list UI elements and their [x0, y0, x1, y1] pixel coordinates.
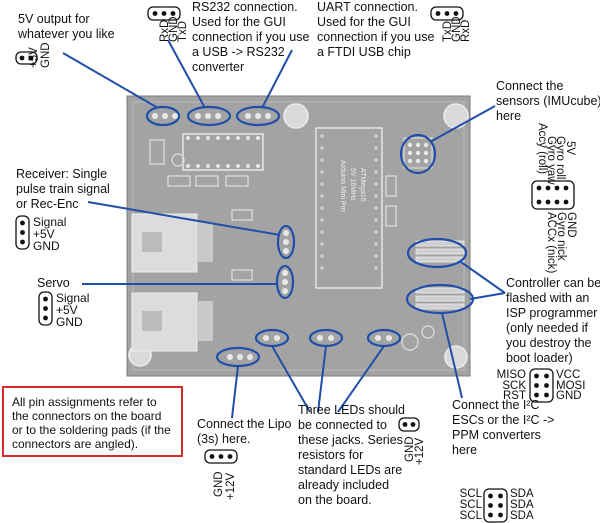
arduino-module: Arduino Mini Pro 5V 16MHz ATMega16: [315, 127, 383, 289]
receiver-connector-highlight: [276, 224, 296, 260]
pin-assignment-note: All pin assignments refer to the connect…: [2, 386, 183, 457]
five-v-pin-label-gnd: GND: [40, 42, 52, 68]
sensor-header: [403, 137, 433, 169]
regulator-1: [131, 213, 213, 273]
connector-pads: [152, 113, 392, 360]
five-v-pin-label-5v: +5V: [28, 47, 40, 68]
lipo-pin-label-gnd: GND: [213, 471, 225, 497]
rs232-connector-highlight: [186, 105, 232, 127]
arduino-label-2: 5V 16MHz: [349, 168, 356, 201]
servo-connector-highlight: [275, 264, 295, 300]
connector-highlights: [145, 105, 475, 368]
sensor-connector-highlight: [399, 133, 437, 175]
sensor-pin-label-bottom-3: ACCx (nick): [545, 212, 557, 274]
rs232-pin-label-txd: TxD: [177, 20, 189, 42]
passive-components: [149, 139, 435, 351]
sensor-pin-label-top-4: Accy (roll): [536, 123, 548, 175]
uart-pin-label-rxd: RxD: [460, 19, 472, 42]
led-pin-icon: [398, 417, 420, 432]
lipo-pin-label-12v: +12V: [225, 472, 237, 500]
arduino-label-1: Arduino Mini Pro: [339, 160, 346, 212]
regulator-2: [131, 292, 213, 352]
leader-lines: [62, 39, 506, 419]
max232-chip: [182, 133, 264, 171]
i2c-pin-icon: [483, 488, 508, 523]
arduino-label-3: ATMega16: [359, 168, 366, 202]
pin-dots: [19, 11, 569, 518]
five-v-pin-icon: [15, 51, 38, 65]
uart-connector-highlight: [235, 105, 281, 127]
isp-connector-highlight: [406, 237, 468, 269]
sensor-pin-icon: [531, 180, 575, 210]
lipo-label: Connect the Lipo(3s) here.: [197, 417, 292, 446]
servo-label: Servo: [37, 276, 70, 290]
led-pin-label-12v: +12V: [414, 437, 426, 465]
five-v-connector-highlight: [145, 105, 181, 127]
